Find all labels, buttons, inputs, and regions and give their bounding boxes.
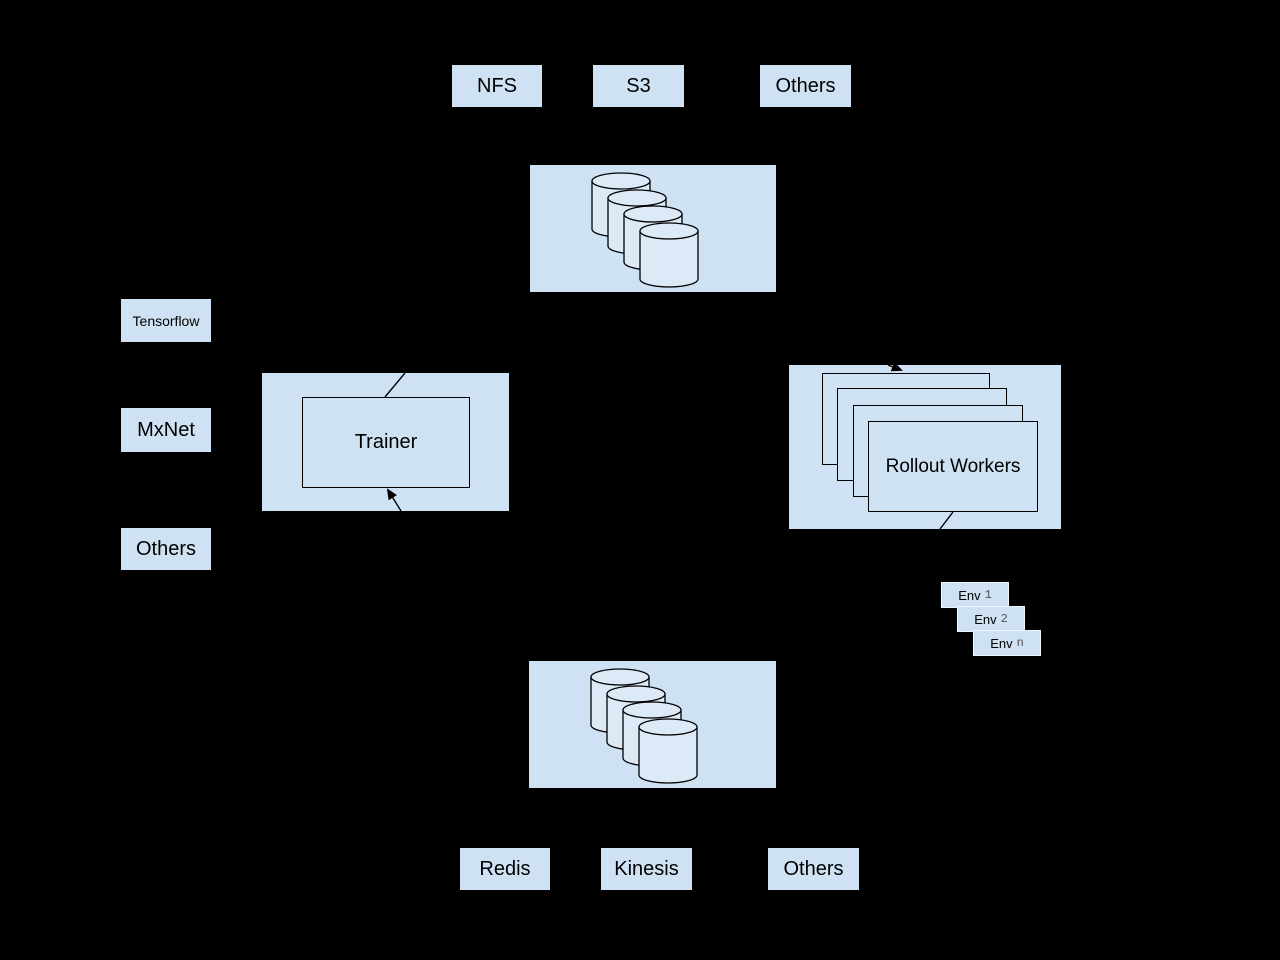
env-1-label: Env	[958, 587, 981, 603]
model-storage-container	[530, 165, 776, 292]
env-2-index: 2	[1000, 612, 1008, 626]
framework-mxnet-label: MxNet	[137, 418, 195, 441]
env-2-label: Env	[974, 611, 997, 627]
replay-storage-container	[529, 661, 776, 788]
rollout-input-arrow	[887, 365, 903, 372]
rollout-output-line	[939, 511, 954, 529]
rollout-workers-label: Rollout Workers	[885, 455, 1021, 477]
rollout-worker-card-front: Rollout Workers	[868, 421, 1038, 512]
node-queue-others-label: Others	[783, 857, 844, 880]
env-box-n: Env n	[973, 630, 1041, 656]
framework-others: Others	[121, 528, 211, 570]
trainer-output-line	[384, 373, 406, 398]
env-box-2: Env 2	[957, 606, 1025, 632]
framework-tensorflow: Tensorflow	[121, 299, 211, 342]
trainer-container: Trainer	[262, 373, 509, 511]
node-s3: S3	[593, 65, 684, 107]
node-kinesis-label: Kinesis	[614, 857, 679, 880]
node-s3-label: S3	[626, 74, 651, 97]
env-n-label: Env	[990, 635, 1013, 651]
database-cylinders-icon	[591, 172, 699, 288]
node-nfs: NFS	[452, 65, 542, 107]
database-cylinders-icon	[590, 668, 698, 784]
trainer-input-arrow	[386, 488, 402, 511]
node-kinesis: Kinesis	[601, 848, 692, 890]
env-1-index: 1	[984, 588, 992, 602]
node-nfs-label: NFS	[477, 74, 517, 97]
trainer-label: Trainer	[354, 431, 418, 453]
env-n-index: n	[1016, 636, 1024, 650]
framework-others-label: Others	[135, 537, 197, 560]
framework-mxnet: MxNet	[121, 408, 211, 452]
env-box-1: Env 1	[941, 582, 1009, 608]
trainer-box: Trainer	[302, 397, 470, 488]
node-queue-others: Others	[768, 848, 859, 890]
node-storage-others: Others	[760, 65, 851, 107]
node-storage-others-label: Others	[775, 74, 836, 97]
node-redis: Redis	[460, 848, 550, 890]
node-redis-label: Redis	[479, 857, 531, 880]
framework-tensorflow-label: Tensorflow	[132, 312, 200, 329]
rollout-workers-container: Rollout Workers	[789, 365, 1061, 529]
